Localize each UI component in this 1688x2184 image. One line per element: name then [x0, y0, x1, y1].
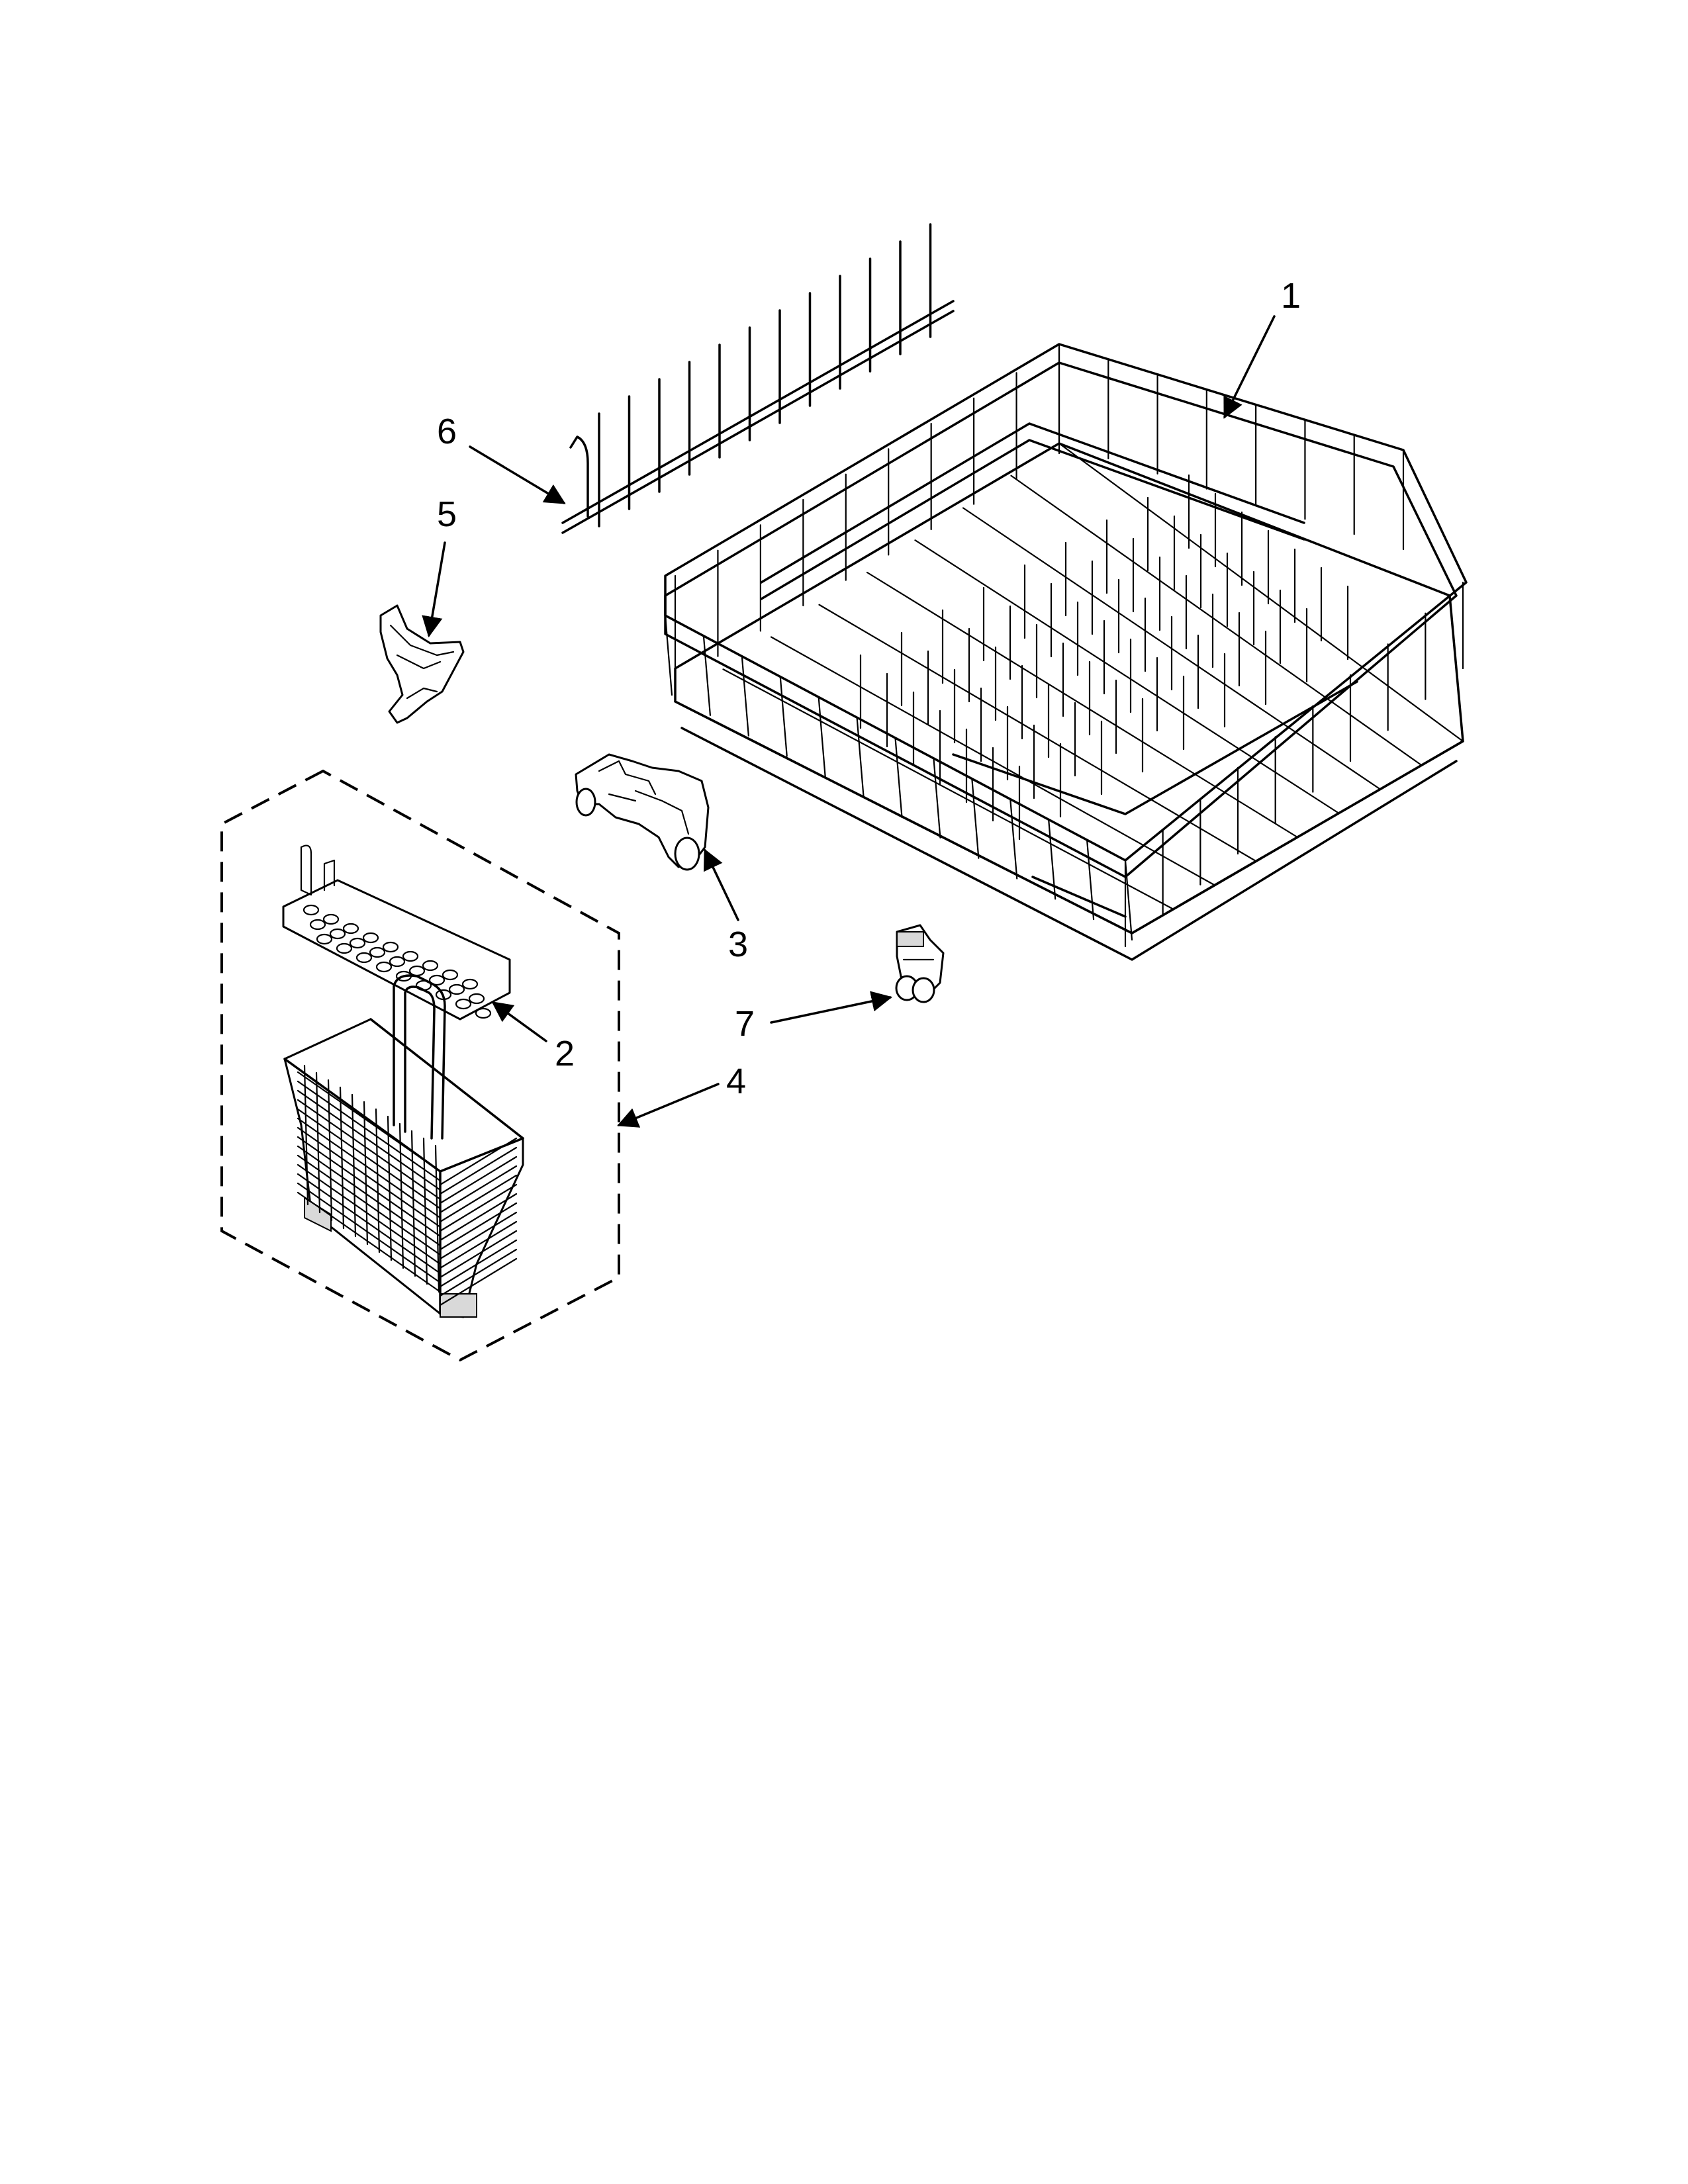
leader-2 — [491, 1001, 547, 1042]
leader-3 — [703, 848, 739, 921]
basket-cover-part-2 — [282, 844, 511, 1021]
callout-7: 7 — [735, 1004, 755, 1044]
callout-5: 5 — [437, 494, 457, 534]
leader-7 — [770, 991, 893, 1024]
silverware-basket — [283, 974, 524, 1318]
clip-part-5 — [379, 604, 465, 724]
leader-5 — [422, 541, 446, 638]
callout-3: 3 — [728, 925, 748, 964]
leader-lines — [422, 315, 1276, 1128]
leader-6 — [469, 445, 566, 504]
callout-2: 2 — [555, 1034, 575, 1073]
tine-row-part-6 — [561, 223, 955, 534]
kit-outline-part-4 — [220, 769, 620, 1362]
callout-6: 6 — [437, 412, 457, 451]
wheel-carrier-part-3 — [575, 753, 710, 871]
leader-1 — [1223, 315, 1276, 419]
dishrack-part-1 — [664, 343, 1468, 961]
callout-1: 1 — [1281, 276, 1301, 316]
leader-4 — [617, 1083, 720, 1128]
callout-labels: 1 6 5 3 7 2 4 — [437, 276, 1301, 1101]
callout-4: 4 — [726, 1062, 746, 1101]
roller-part-7 — [895, 924, 945, 1003]
